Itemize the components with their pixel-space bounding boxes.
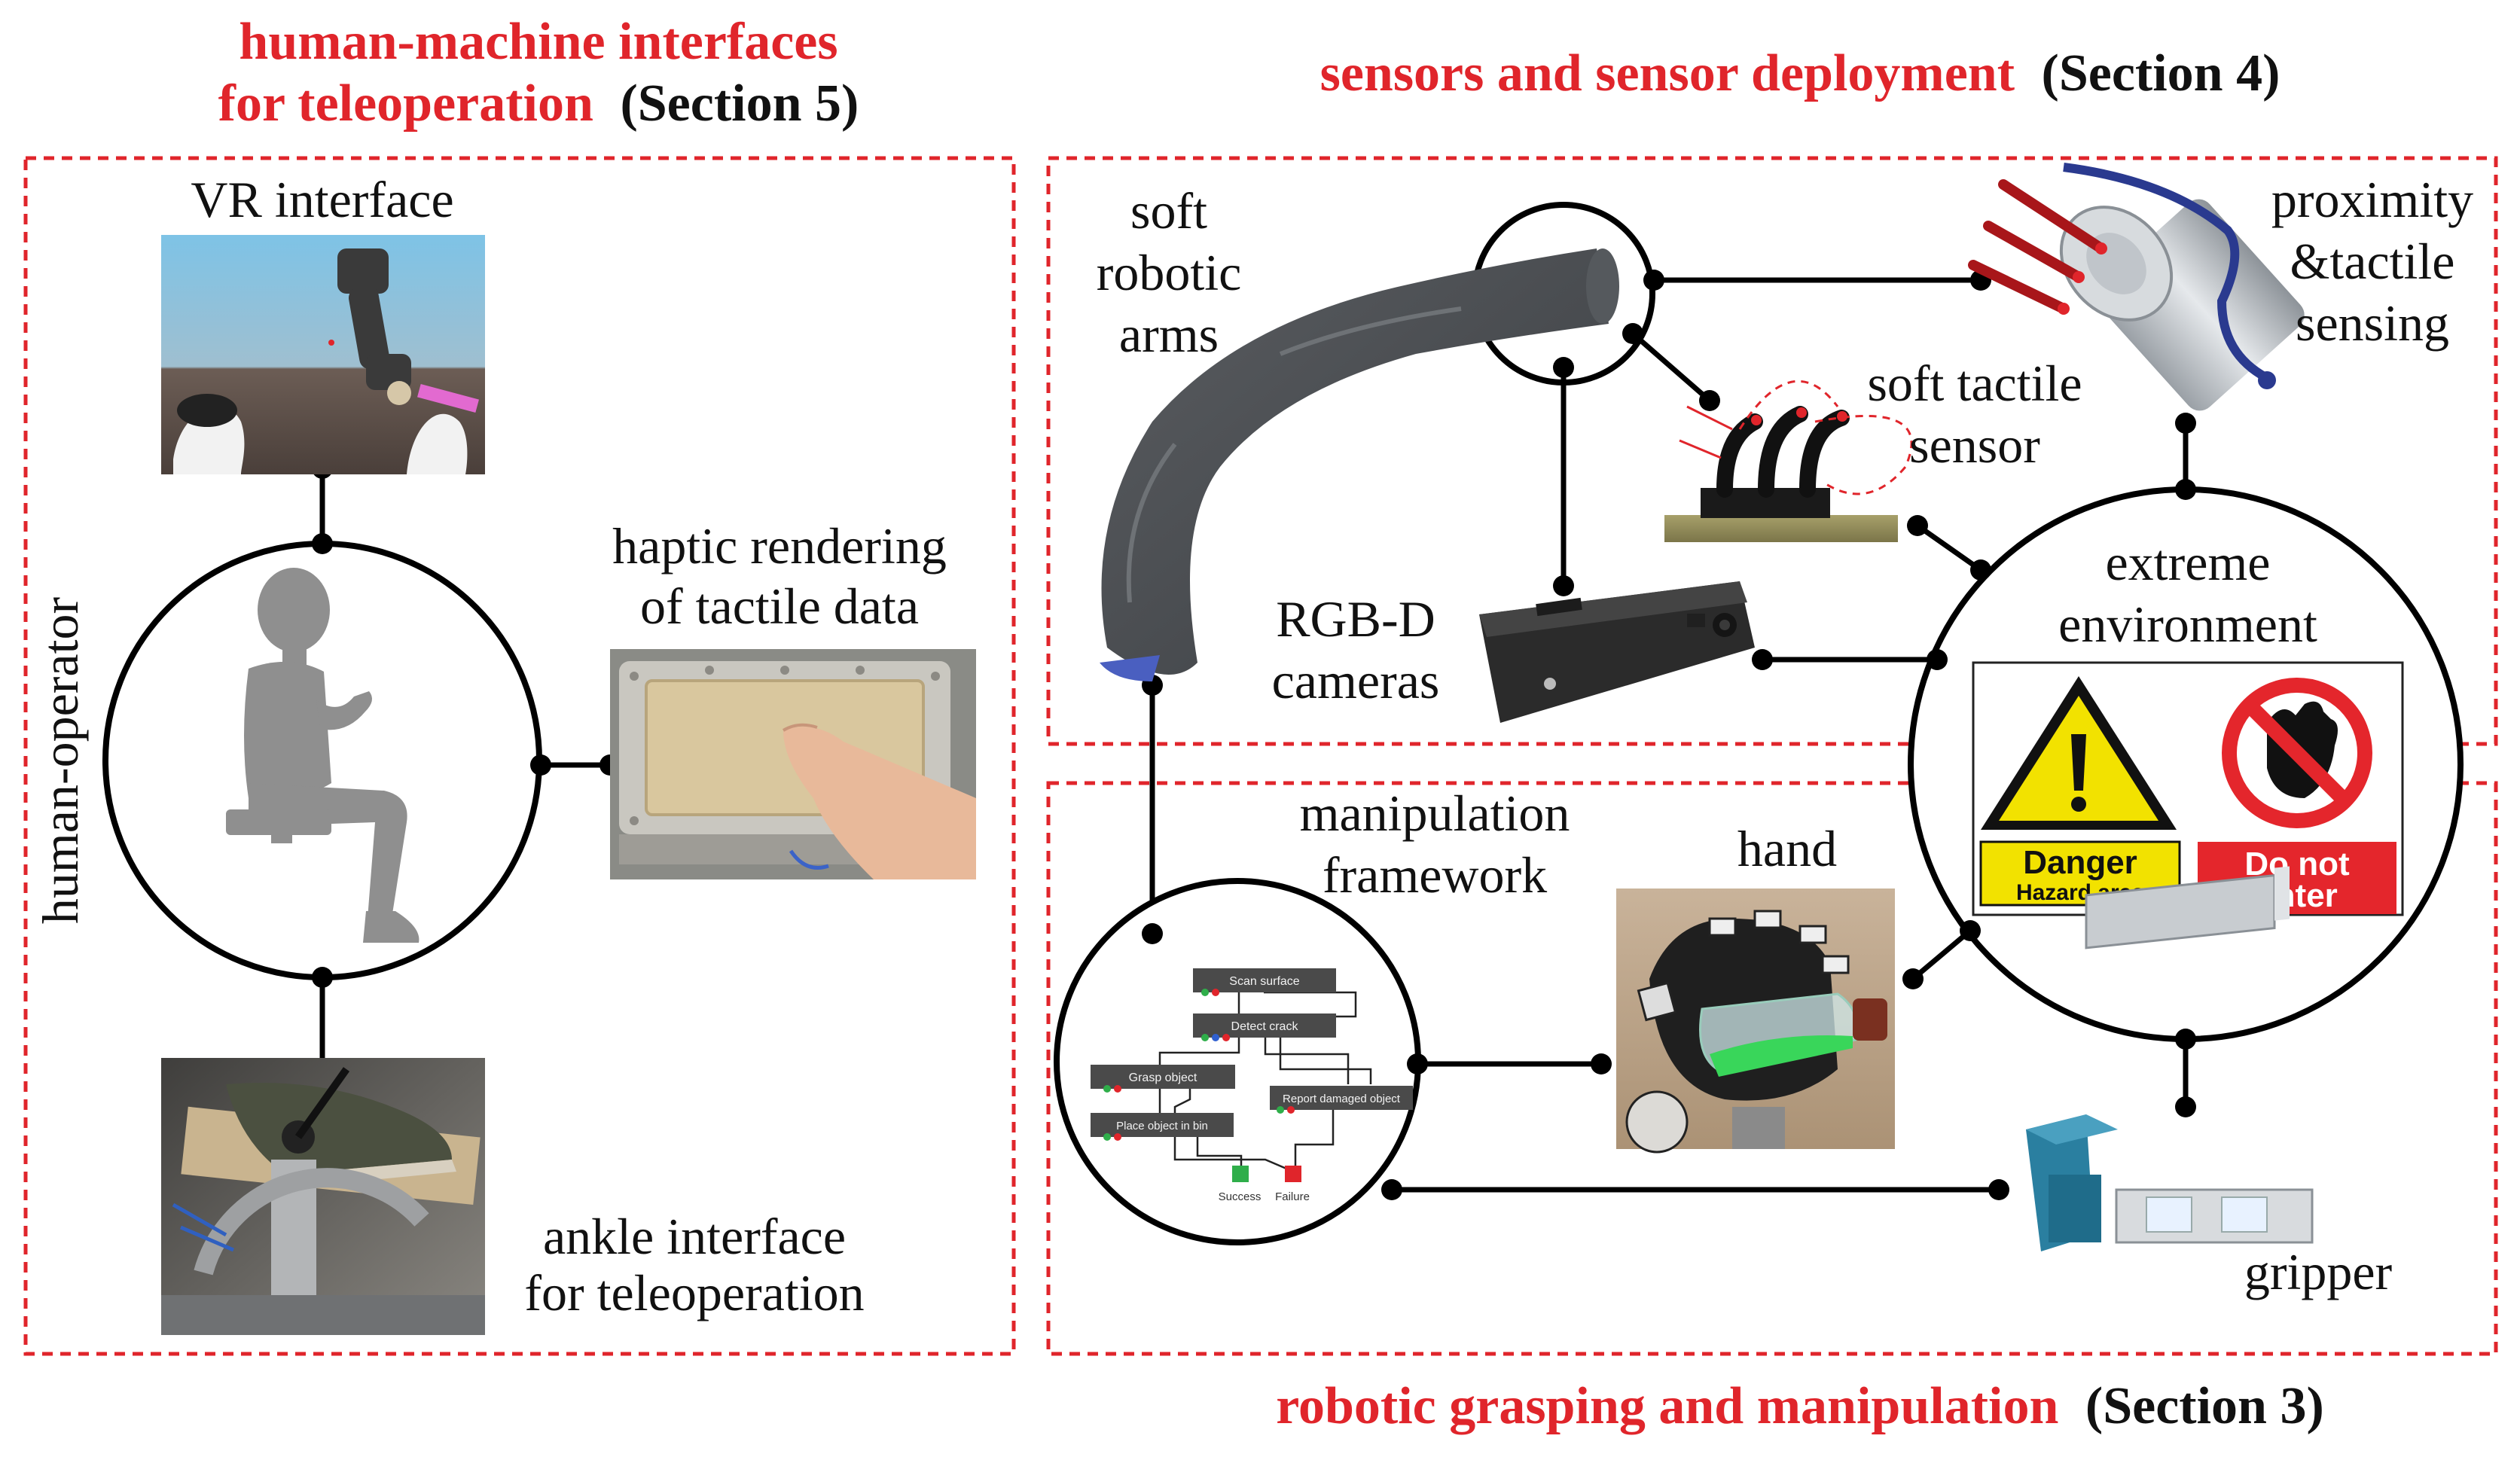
vr-interface-label: VR interface — [191, 171, 453, 228]
task-flowchart: Scan surface Detect crack Grasp object R… — [1091, 968, 1413, 1203]
left-title-line1: human-machine interfaces — [239, 13, 837, 71]
flow-failure-label: Failure — [1275, 1190, 1310, 1203]
extreme-line2: environment — [2058, 596, 2317, 653]
framework-line2: framework — [1323, 846, 1547, 904]
sensors-section-ref: (Section 4) — [2042, 44, 2281, 102]
warning-signs-panel: Danger Hazard area Do not enter — [1972, 661, 2404, 916]
svg-text:Grasp object: Grasp object — [1129, 1071, 1197, 1084]
flow-node-detect — [1193, 1013, 1336, 1038]
soft-tactile-sensor-image — [1664, 379, 1913, 542]
soft-arms-line3: arms — [1119, 306, 1219, 363]
robotic-hand-image — [1616, 889, 1895, 1154]
flow-node-place — [1091, 1113, 1234, 1137]
connector-lines — [319, 277, 2189, 1193]
proximity-line3: sensing — [2296, 294, 2449, 352]
svg-text:for teleoperation (Secti: for teleoperation (Section 5) — [218, 75, 859, 133]
extreme-environment-label: extreme environment — [2058, 534, 2317, 653]
flow-success-node — [1232, 1166, 1249, 1182]
soft-arms-line1: soft — [1130, 182, 1207, 239]
flow-success-label: Success — [1219, 1190, 1262, 1203]
human-operator-label: human-operator — [32, 597, 89, 925]
rgbd-camera-image — [1479, 581, 1755, 723]
extreme-line1: extreme — [2106, 534, 2271, 591]
gripper-image — [2026, 866, 2314, 1251]
manipulation-framework-circle — [1054, 878, 1421, 1245]
proximity-line2: &tactile — [2290, 233, 2454, 290]
danger-title: Danger — [2023, 844, 2137, 881]
sensors-section-box — [1046, 156, 2498, 746]
soft-robotic-arm-image — [1100, 248, 1619, 681]
proximity-sensor-image — [1968, 163, 2305, 411]
manipulation-section-ref: (Section 3) — [2085, 1377, 2324, 1435]
svg-text:Detect crack: Detect crack — [1231, 1020, 1299, 1033]
ankle-label-line2: for teleoperation — [524, 1264, 864, 1321]
manipulation-section-box — [1046, 781, 2498, 1356]
svg-text:Place object in bin: Place object in bin — [1116, 1120, 1208, 1132]
do-not-enter-sign: Do not enter — [2198, 678, 2396, 914]
flow-node-report — [1270, 1086, 1413, 1110]
left-title-line2: for teleoperation — [218, 75, 593, 133]
soft-robotic-arms-label: soft robotic arms — [1097, 182, 1242, 363]
proximity-line1: proximity — [2271, 171, 2473, 228]
svg-text:sensors and sensor deployment: sensors and sensor deployment (Section 4… — [1320, 44, 2281, 102]
haptic-label-line1: haptic rendering — [612, 517, 947, 575]
rgbd-line2: cameras — [1272, 652, 1440, 709]
left-section-ref: (Section 5) — [620, 75, 859, 133]
seated-human-icon — [226, 568, 419, 943]
soft-tactile-line2: sensor — [1909, 416, 2040, 474]
sensors-section-title: sensors and sensor deployment (Section 4… — [1320, 44, 2281, 102]
rgbd-label: RGB-D cameras — [1272, 590, 1440, 709]
flow-failure-node — [1285, 1166, 1301, 1182]
svg-text:Report damaged object: Report damaged object — [1283, 1093, 1401, 1105]
manipulation-title: robotic grasping and manipulation — [1276, 1377, 2058, 1435]
manipulation-section-title: robotic grasping and manipulation (Secti… — [1276, 1377, 2324, 1435]
proximity-label: proximity &tactile sensing — [2271, 171, 2473, 352]
flow-node-grasp — [1091, 1065, 1235, 1089]
flow-node-scan — [1193, 968, 1336, 992]
haptic-device-image — [610, 649, 976, 879]
manipulation-framework-label: manipulation framework — [1300, 785, 1570, 904]
flow-port-dots — [1103, 989, 1295, 1141]
svg-text:Scan surface: Scan surface — [1229, 975, 1299, 988]
ankle-interface-image — [161, 1058, 485, 1335]
hand-label: hand — [1737, 820, 1837, 877]
haptic-label-line2: of tactile data — [640, 578, 919, 635]
ankle-label-line1: ankle interface — [543, 1208, 846, 1265]
svg-text:robotic grasping and manipulat: robotic grasping and manipulation (Secti… — [1276, 1377, 2324, 1435]
danger-sign: Danger Hazard area — [1979, 676, 2181, 907]
vr-interface-image — [161, 235, 485, 474]
soft-tactile-line1: soft tactile — [1867, 355, 2082, 412]
left-section-box — [23, 156, 1016, 1356]
soft-tactile-label: soft tactile sensor — [1867, 355, 2082, 474]
gripper-label: gripper — [2244, 1243, 2393, 1300]
rgbd-line1: RGB-D — [1276, 590, 1435, 648]
left-section-title: human-machine interfaces for teleoperati… — [218, 13, 859, 133]
soft-arms-line2: robotic — [1097, 244, 1242, 301]
framework-line1: manipulation — [1300, 785, 1570, 842]
sensors-title: sensors and sensor deployment — [1320, 44, 2015, 102]
